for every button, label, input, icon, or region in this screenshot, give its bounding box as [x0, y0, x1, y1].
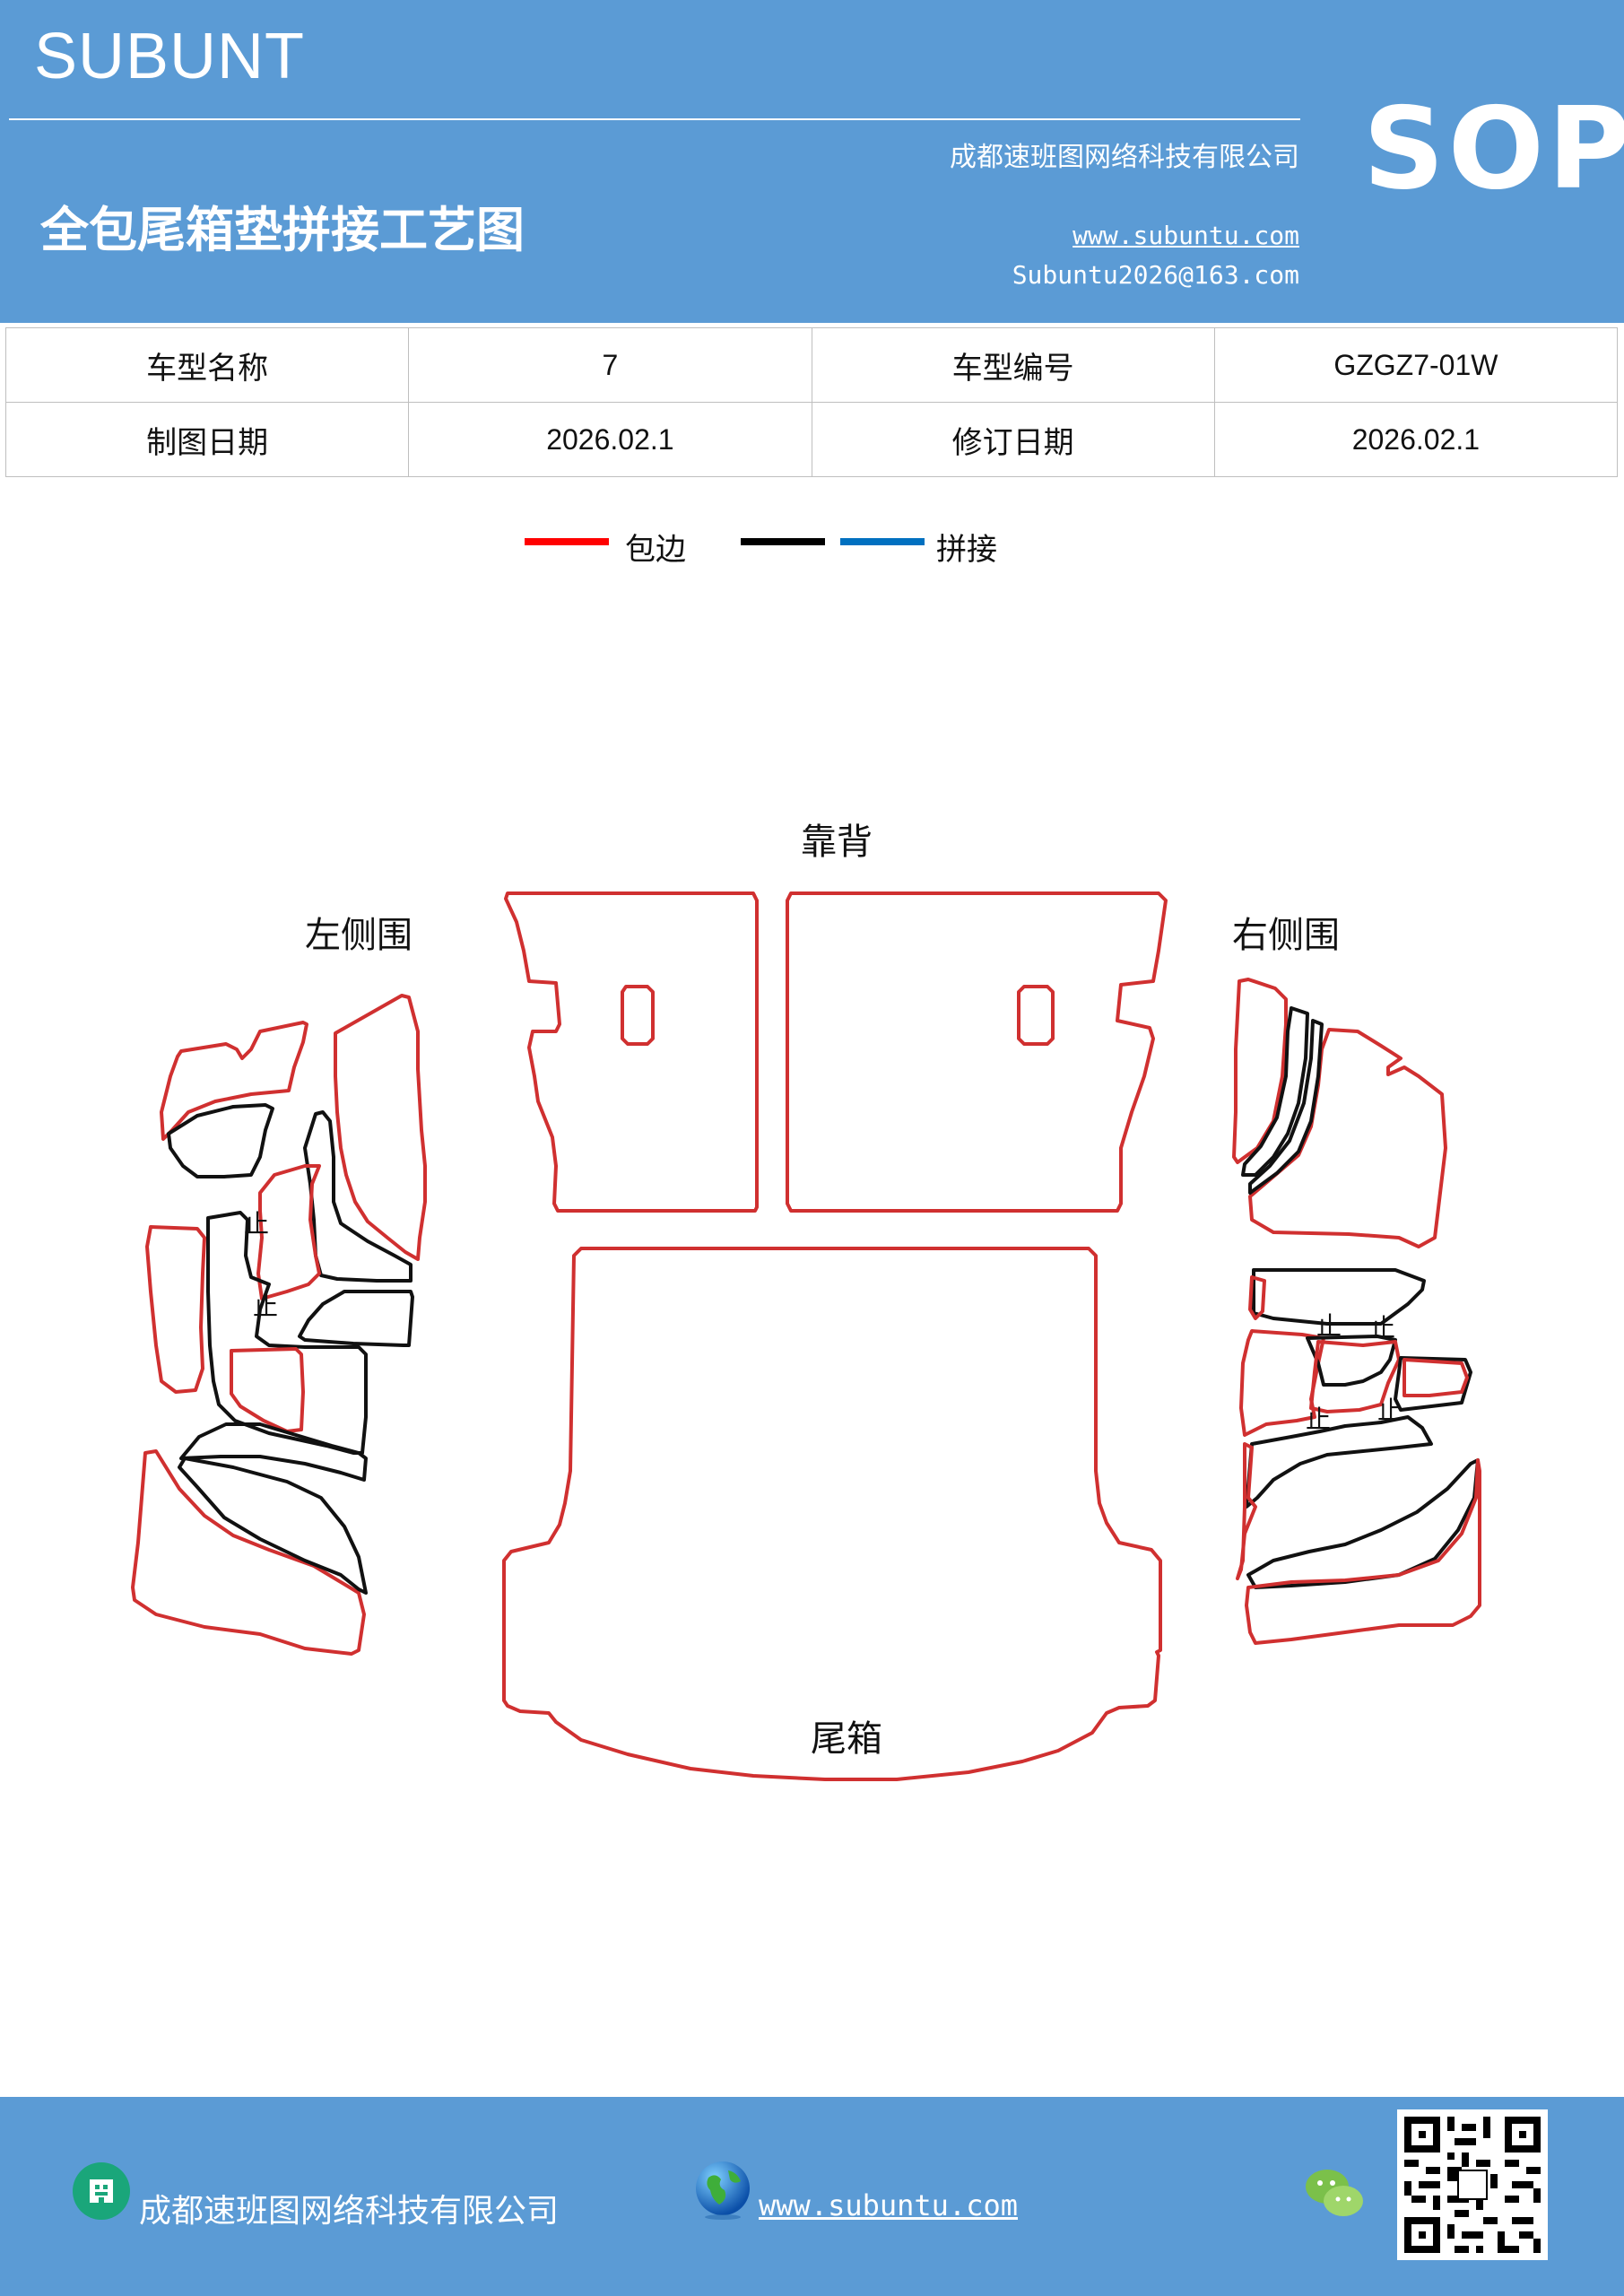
right-side-panel-1: [1232, 978, 1288, 1164]
splice-diagram: 靠背 左侧围 右侧围 尾箱 止 止 止 止 止 止: [131, 822, 1481, 1781]
right-side-panel-10: [1394, 1356, 1472, 1412]
footer-banner: 成都速班图网络科技有限公司 www.subuntu.com: [0, 2097, 1624, 2296]
revise-date-label: 修订日期: [811, 402, 1215, 477]
left-side-panel-5: [256, 1164, 321, 1300]
left-side-panel-4: [303, 1110, 413, 1283]
backrest-right-panel: [786, 891, 1168, 1213]
stop-mark: 止: [1316, 1311, 1342, 1341]
model-name-value: 7: [408, 327, 812, 403]
footer-company: 成都速班图网络科技有限公司: [139, 2193, 560, 2230]
label-right-side: 右侧围: [1232, 915, 1340, 956]
sop-badge: SOP: [1363, 83, 1624, 214]
left-side-panel-1: [160, 1021, 308, 1141]
brand-name: SUBUNT: [34, 21, 306, 92]
left-side-panel-11: [131, 1449, 366, 1656]
email-address: Subuntu2026@163.com: [1012, 260, 1299, 290]
model-name-label: 车型名称: [4, 327, 410, 403]
right-side-panel-4: [1248, 1019, 1324, 1195]
draw-date-value: 2026.02.1: [408, 402, 812, 477]
stop-mark: 止: [1370, 1313, 1395, 1343]
model-code-label: 车型编号: [811, 327, 1215, 403]
right-side-panel-14: [1246, 1458, 1480, 1589]
left-side-panel-2: [167, 1103, 274, 1178]
table-row: 制图日期 2026.02.1 修订日期 2026.02.1: [4, 402, 1619, 477]
legend-label-edge: 包边: [625, 532, 686, 568]
footer-website-link[interactable]: www.subuntu.com: [759, 2188, 1018, 2222]
left-side-panel-6: [298, 1290, 414, 1347]
globe-icon: [696, 2161, 750, 2220]
model-code-value: GZGZ7-01W: [1213, 327, 1619, 403]
left-side-panel-12: [178, 1457, 368, 1595]
right-side-panel-9: [1309, 1340, 1401, 1413]
left-side-panel-3: [334, 994, 427, 1261]
backrest-left-panel: [504, 891, 759, 1213]
header-divider: [9, 118, 1300, 120]
label-left-side: 左侧围: [305, 915, 413, 956]
stop-mark: 止: [1306, 1405, 1331, 1434]
right-side-panel-2: [1241, 1006, 1309, 1177]
stop-mark: 止: [1377, 1396, 1403, 1425]
right-side-panel-13: [1236, 1442, 1257, 1580]
right-side-panel-3: [1248, 1028, 1447, 1248]
trunk-floor-panel: [502, 1247, 1162, 1781]
legend-label-join: 拼接: [936, 532, 997, 568]
backrest-right-cutout: [1017, 985, 1055, 1046]
building-icon: [73, 2162, 130, 2220]
legend-swatch-edge: [525, 538, 609, 545]
draw-date-label: 制图日期: [4, 402, 410, 477]
stop-mark: 止: [253, 1292, 278, 1321]
label-backrest: 靠背: [801, 822, 873, 863]
company-name: 成都速班图网络科技有限公司: [950, 142, 1299, 173]
right-side-panel-15: [1245, 1458, 1481, 1645]
header-banner: SUBUNT 成都速班图网络科技有限公司 全包尾箱垫拼接工艺图 www.subu…: [0, 0, 1624, 323]
right-side-panel-11: [1403, 1358, 1469, 1397]
wechat-icon[interactable]: [1302, 2165, 1367, 2222]
right-side-panel-12: [1245, 1415, 1433, 1509]
info-table: 车型名称 7 车型编号 GZGZ7-01W 制图日期 2026.02.1 修订日…: [4, 327, 1619, 477]
document-title: 全包尾箱垫拼接工艺图: [40, 202, 525, 258]
left-side-panel-9: [230, 1347, 305, 1433]
legend-swatch-seam: [741, 538, 825, 545]
backrest-left-cutout: [621, 985, 655, 1046]
left-side-panel-10: [179, 1422, 368, 1482]
qr-code-image: [1397, 2109, 1548, 2260]
right-side-panel-6: [1248, 1275, 1266, 1320]
website-link[interactable]: www.subuntu.com: [1073, 221, 1299, 250]
left-side-panel-8: [206, 1211, 368, 1455]
stop-mark: 止: [244, 1209, 269, 1239]
table-row: 车型名称 7 车型编号 GZGZ7-01W: [4, 327, 1619, 403]
legend-swatch-join: [840, 538, 925, 545]
revise-date-value: 2026.02.1: [1213, 402, 1619, 477]
left-side-panel-7: [145, 1225, 206, 1394]
label-trunk: 尾箱: [811, 1718, 882, 1760]
right-side-panel-5: [1252, 1268, 1426, 1326]
right-side-panel-8: [1306, 1335, 1397, 1387]
